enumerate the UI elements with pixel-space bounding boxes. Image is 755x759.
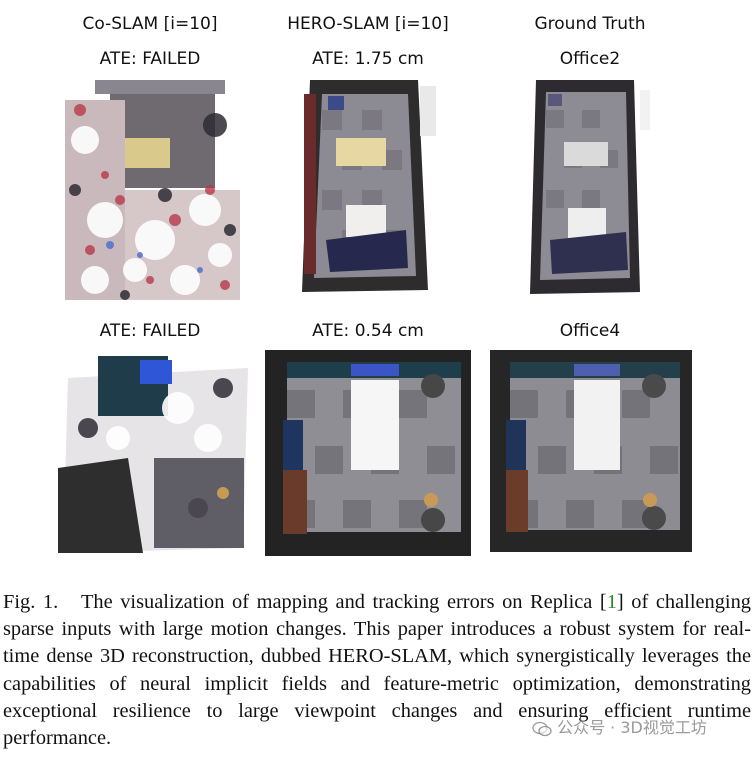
panel-office2-co-slam [65, 80, 240, 300]
column-header-co-slam: Co-SLAM [i=10] [82, 14, 218, 34]
panel-office4-hero-slam [265, 350, 471, 556]
caption-text-after-ref: ] of challenging sparse inputs with larg… [3, 591, 751, 750]
row1-label-hero-slam-ate: ATE: 1.75 cm [312, 49, 424, 69]
panel-office2-ground-truth [530, 80, 650, 294]
row1-label-co-slam-ate: ATE: FAILED [99, 49, 201, 69]
row1-label-scene: Office2 [559, 49, 621, 69]
panel-office4-ground-truth [490, 350, 692, 552]
row2-label-hero-slam-ate: ATE: 0.54 cm [312, 321, 424, 341]
caption-citation-link[interactable]: 1 [606, 591, 617, 613]
panel-office2-hero-slam [302, 80, 436, 292]
figure-caption: Fig. 1. The visualization of mapping and… [3, 589, 751, 752]
caption-text-before-ref: The visualization of mapping and trackin… [80, 591, 607, 613]
row2-label-scene: Office4 [559, 321, 621, 341]
panel-office4-co-slam [58, 356, 248, 553]
column-header-hero-slam: HERO-SLAM [i=10] [287, 14, 449, 34]
watermark: 公众号 · 3D视觉工坊 [532, 714, 707, 738]
watermark-text: 公众号 · 3D视觉工坊 [557, 718, 707, 737]
caption-prefix: Fig. 1. [3, 591, 59, 613]
wechat-icon [532, 721, 552, 736]
row2-label-co-slam-ate: ATE: FAILED [99, 321, 201, 341]
column-header-ground-truth: Ground Truth [534, 14, 646, 34]
